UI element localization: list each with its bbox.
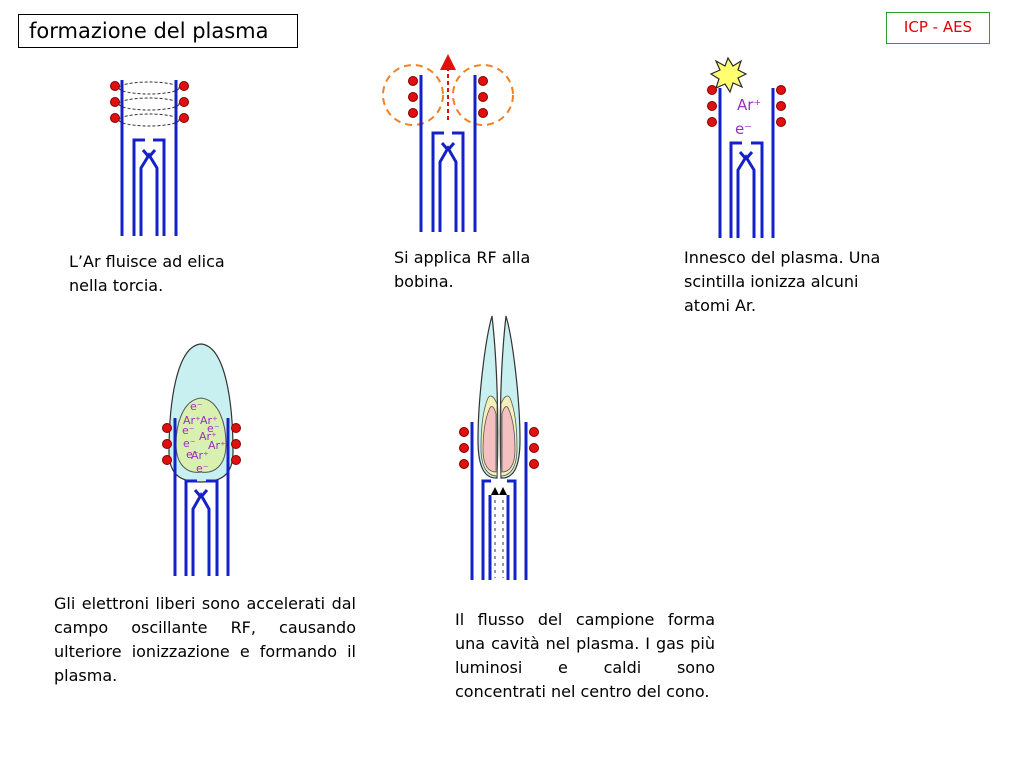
torch-5-sample-cavity — [459, 315, 539, 580]
caption-step-4: Gli elettroni liberi sono accelerati dal… — [54, 594, 356, 685]
caption-step-1: L’Ar fluisce ad elica nella torcia. — [69, 252, 225, 295]
topic-tag: ICP - AES — [886, 12, 990, 44]
particle-label: Ar⁺ — [208, 439, 226, 452]
caption-step-2: Si applica RF alla bobina. — [394, 248, 531, 291]
torch-2-rf-applied — [382, 54, 514, 232]
particle-label: e⁻ — [196, 462, 209, 475]
torch-body — [718, 88, 775, 238]
torch-1-helical-flow — [110, 80, 189, 236]
argon-ion-label: Ar⁺ — [737, 96, 761, 114]
sample-flow-arrows — [491, 487, 507, 495]
particle-label: Ar⁺ — [200, 414, 218, 427]
caption-step-5: Il flusso del campione forma una cavità … — [455, 610, 715, 701]
torch-body — [419, 75, 477, 232]
sample-flow-lines — [494, 500, 504, 578]
coil — [408, 76, 488, 118]
particle-label: e⁻ — [182, 424, 195, 437]
electron-label: e⁻ — [735, 120, 752, 138]
particle-label: e⁻ — [183, 437, 196, 450]
particle-label: Ar⁺ — [183, 414, 201, 427]
coil — [459, 427, 539, 469]
coil — [110, 81, 189, 123]
helical-flow-lines — [118, 81, 180, 127]
torch-body — [470, 422, 528, 580]
particle-label: e⁻ — [190, 400, 203, 413]
particle-label: e⁻ — [207, 422, 220, 435]
particle-label: Ar⁺ — [199, 430, 217, 443]
coil — [162, 423, 241, 465]
particle-label: e⁻ — [186, 448, 199, 461]
plasma-inner — [175, 397, 227, 473]
torch-body — [173, 418, 230, 576]
torch-4-plasma-formation: e⁻ Ar⁺ e⁻ Ar⁺ e⁻ Ar⁺ e⁻ Ar⁺ e⁻ Ar⁺ e⁻ — [162, 343, 241, 576]
torch-body — [120, 80, 178, 236]
spark-icon — [709, 56, 748, 94]
plasma-particles: e⁻ Ar⁺ e⁻ Ar⁺ e⁻ Ar⁺ e⁻ Ar⁺ e⁻ Ar⁺ e⁻ — [182, 400, 226, 475]
rf-field-circles — [382, 64, 514, 126]
torch-3-ignition: Ar⁺ e⁻ — [707, 56, 786, 238]
particle-label: Ar⁺ — [191, 449, 209, 462]
coil — [707, 85, 786, 127]
page-title: formazione del plasma — [18, 14, 298, 48]
caption-step-3: Innesco del plasma. Una scintilla ionizz… — [684, 248, 881, 315]
plasma-halves — [477, 315, 521, 479]
